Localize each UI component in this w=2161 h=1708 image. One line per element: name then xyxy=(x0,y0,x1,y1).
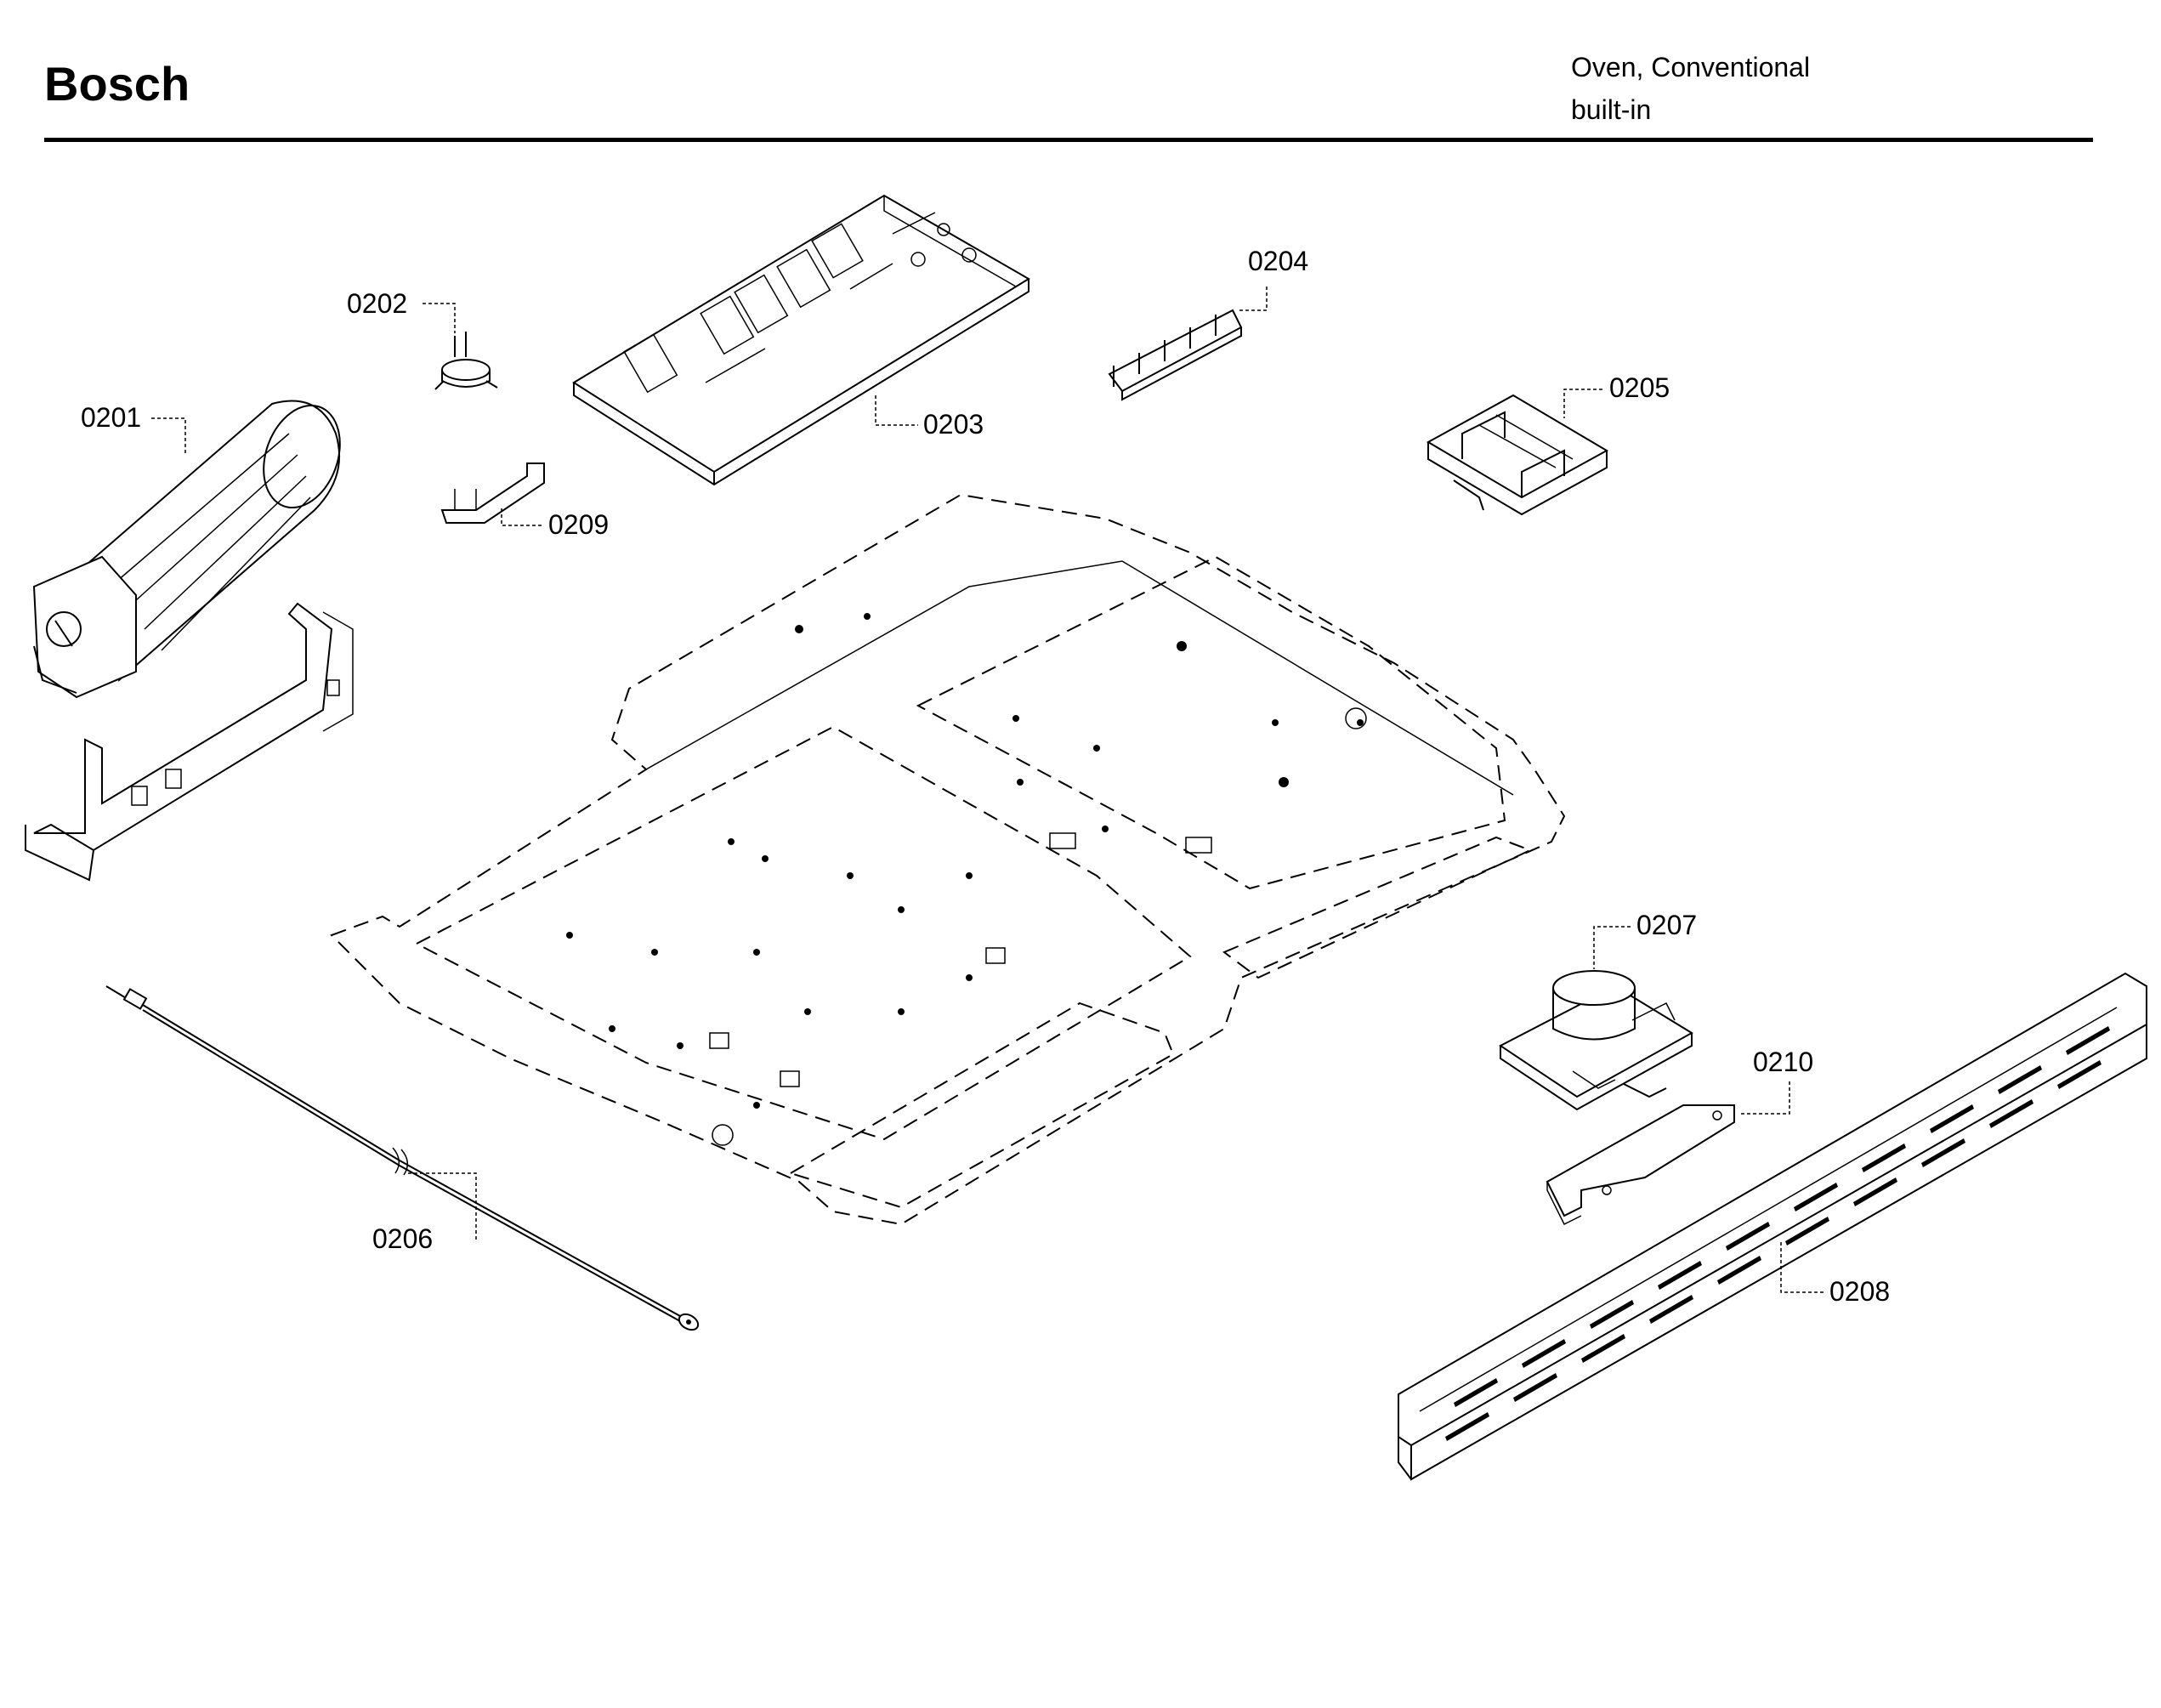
product-line-1: Oven, Conventional xyxy=(1571,52,1811,82)
callout-0209: 0209 xyxy=(548,509,609,540)
part-0202-thermostat xyxy=(434,332,498,390)
part-0207-door-lock-motor xyxy=(1499,970,1693,1111)
callout-0202: 0202 xyxy=(347,288,407,319)
callout-0208: 0208 xyxy=(1829,1276,1890,1307)
part-0206-ground-wire xyxy=(105,985,700,1331)
header-rule xyxy=(44,138,2093,142)
callout-0210: 0210 xyxy=(1753,1047,1813,1077)
callout-0207: 0207 xyxy=(1636,910,1697,940)
part-0201-convection-fan xyxy=(25,400,354,882)
base-plate xyxy=(330,493,1566,1226)
part-0205-terminal-block xyxy=(1426,394,1609,516)
product-line-2: built-in xyxy=(1571,94,1652,125)
part-0208-front-rail xyxy=(1398,972,2147,1481)
part-0203-control-board xyxy=(572,194,1030,486)
callout-0205: 0205 xyxy=(1609,372,1670,403)
callout-0203: 0203 xyxy=(923,409,984,440)
part-0209-bracket xyxy=(440,462,545,524)
callout-0204: 0204 xyxy=(1248,246,1308,276)
callout-0206: 0206 xyxy=(372,1223,433,1254)
callout-labels: 0201 0202 0203 0204 0205 0206 0207 0208 … xyxy=(81,246,1890,1307)
callout-0201: 0201 xyxy=(81,402,141,433)
part-0210-lock-bracket xyxy=(1546,1104,1735,1226)
product-description: Oven, Conventional built-in xyxy=(1571,46,1810,131)
leader-lines xyxy=(151,287,1824,1293)
part-0204-connector xyxy=(1108,309,1243,401)
brand-title: Bosch xyxy=(44,57,190,111)
